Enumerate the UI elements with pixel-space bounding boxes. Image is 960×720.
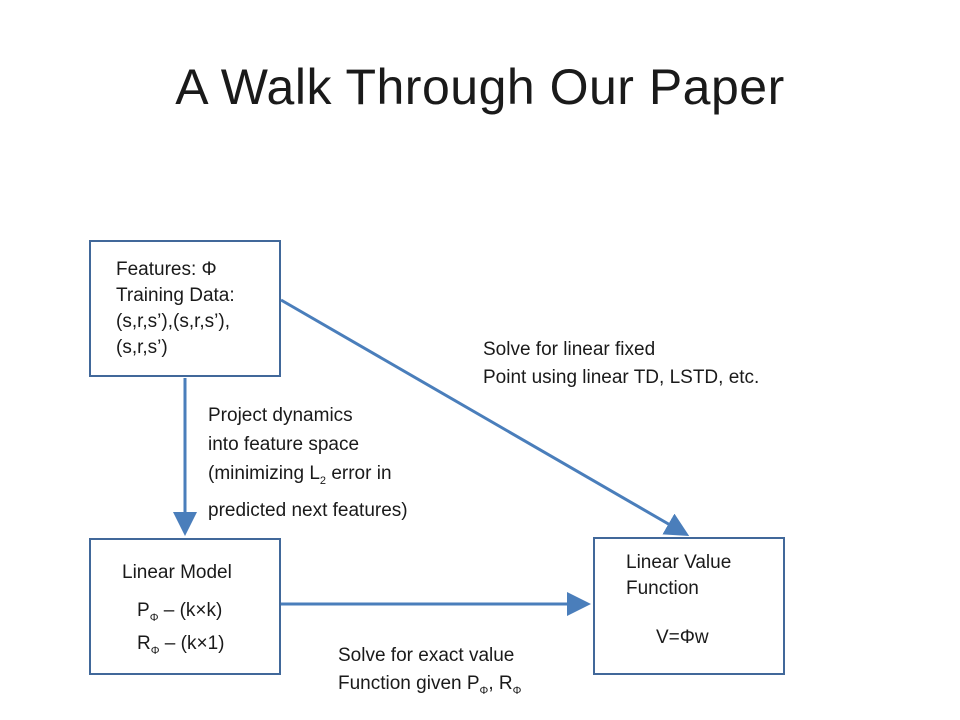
features-line-1: Features: Φ — [116, 259, 217, 280]
features-line-4: (s,r,s’) — [116, 337, 168, 358]
linear-model-formulas: PΦ – (k×k) RΦ – (k×1) — [137, 598, 224, 664]
linear-value-heading: Linear Value Function — [626, 550, 731, 602]
linear-value-heading-1: Linear Value — [626, 552, 732, 573]
value-formula: V=Φw — [656, 627, 709, 648]
slide-title: A Walk Through Our Paper — [175, 59, 785, 115]
linear-model-heading: Linear Model — [122, 562, 232, 583]
r-phi-line: RΦ – (k×1) — [137, 632, 225, 657]
linear-value-box — [593, 537, 785, 675]
solve-fixed-point-label: Solve for linear fixed Point using linea… — [483, 339, 760, 388]
solve-exact-value-label: Solve for exact value Function given PΦ,… — [338, 645, 522, 697]
features-box — [89, 240, 281, 377]
features-line-2: Training Data: — [116, 285, 235, 306]
p-phi-line: PΦ – (k×k) — [137, 600, 223, 624]
features-line-3: (s,r,s’),(s,r,s’), — [116, 311, 230, 332]
linear-value-heading-2: Function — [626, 578, 699, 599]
project-dynamics-label: Project dynamics into feature space (min… — [208, 405, 408, 521]
arrow-features-to-value — [280, 298, 690, 537]
features-text: Features: Φ Training Data: (s,r,s’),(s,r… — [116, 257, 235, 361]
linear-model-box — [89, 538, 281, 675]
